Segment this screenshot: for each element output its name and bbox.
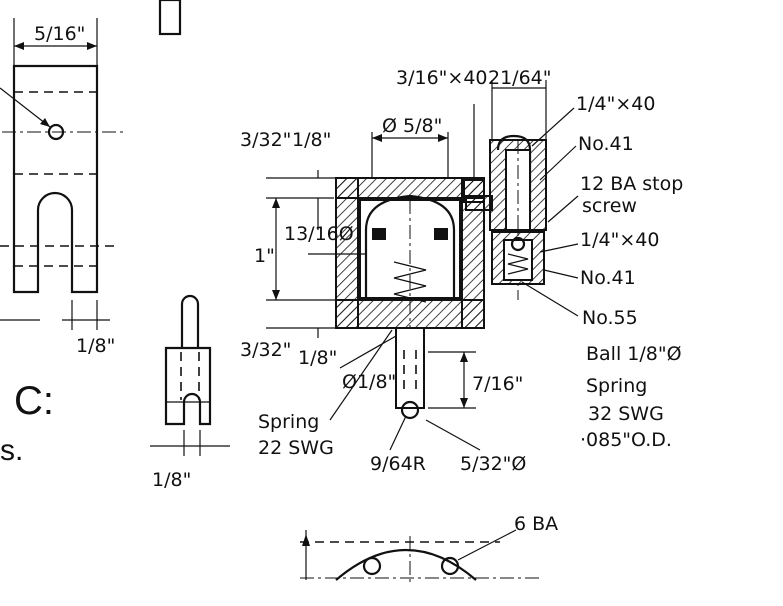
left-fork-part: 5/16" 1/8" C: s. (0, 0, 182, 467)
label-6ba: 6 BA (514, 513, 558, 535)
dim-1-8-bottom: 1/8" (298, 347, 337, 369)
callout-7: No.55 (582, 307, 638, 329)
dim-5-16: 5/16" (34, 23, 85, 45)
dim-1-8-left: 1/8" (76, 335, 115, 357)
top-stub (158, 0, 182, 36)
dim-3-32-top: 3/32" (240, 129, 291, 151)
spring-label-1: Spring (258, 411, 319, 433)
dim-7-16: 7/16" (472, 373, 523, 395)
dim-1-8-dia: Ø1/8" (342, 371, 396, 393)
callout-11: ·085"O.D. (580, 429, 672, 451)
callout-4: screw (582, 195, 637, 217)
callout-10: 32 SWG (588, 403, 664, 425)
piston-spring (393, 261, 427, 303)
dim-5-8-dia: Ø 5/8" (382, 115, 442, 137)
piston (364, 194, 456, 298)
flange-arc (335, 548, 477, 581)
callout-3: 12 BA stop (580, 173, 683, 195)
ring-left (372, 228, 386, 240)
callout-8: Ball 1/8"Ø (586, 343, 682, 365)
dim-3-16-x40: 3/16"×40 (396, 67, 488, 89)
connector (465, 195, 493, 211)
dim-1-in: 1" (254, 245, 275, 267)
callout-1: 1/4"×40 (576, 93, 655, 115)
dim-3-32-bottom: 3/32" (240, 339, 291, 361)
cylinder-dimensions: 3/32" 1/8" 13/16Ø 1" 3/32" 1/8" Ø 5/8" 3… (240, 67, 552, 475)
dim-5-32-dia: 5/32"Ø (460, 453, 526, 475)
stem-pin (400, 400, 420, 420)
bottom-flange-part: 6 BA (300, 513, 558, 582)
pin-hole (47, 123, 65, 141)
right-callouts: 1/4"×40 No.41 12 BA stop screw 1/4"×40 N… (521, 93, 683, 451)
spring-label-2: 22 SWG (258, 437, 334, 459)
fork-outline (12, 64, 99, 294)
ball (510, 236, 526, 252)
valve-spring (507, 253, 529, 275)
small-fork-body (164, 346, 212, 426)
callout-5: 1/4"×40 (580, 229, 659, 251)
dim-21-64: 21/64" (488, 67, 552, 89)
callout-9: Spring (586, 375, 647, 397)
stem (395, 327, 425, 409)
valve-body (465, 134, 547, 300)
leader (0, 87, 51, 128)
ring-right (434, 228, 448, 240)
small-fork-part: 1/8" (150, 294, 230, 491)
dim-9-64-r: 9/64R (370, 453, 426, 475)
dim-13-16-dia: 13/16Ø (284, 223, 354, 245)
dim-1-8-small: 1/8" (152, 469, 191, 491)
cylinder-section (335, 177, 485, 420)
section-letter: C: (14, 379, 54, 423)
bolt-hole-right (440, 556, 460, 576)
callout-2: No.41 (578, 133, 634, 155)
text-fragment: s. (0, 434, 23, 467)
bolt-hole-left (362, 556, 382, 576)
callout-6: No.41 (580, 267, 636, 289)
dim-1-8-top: 1/8" (292, 129, 331, 151)
